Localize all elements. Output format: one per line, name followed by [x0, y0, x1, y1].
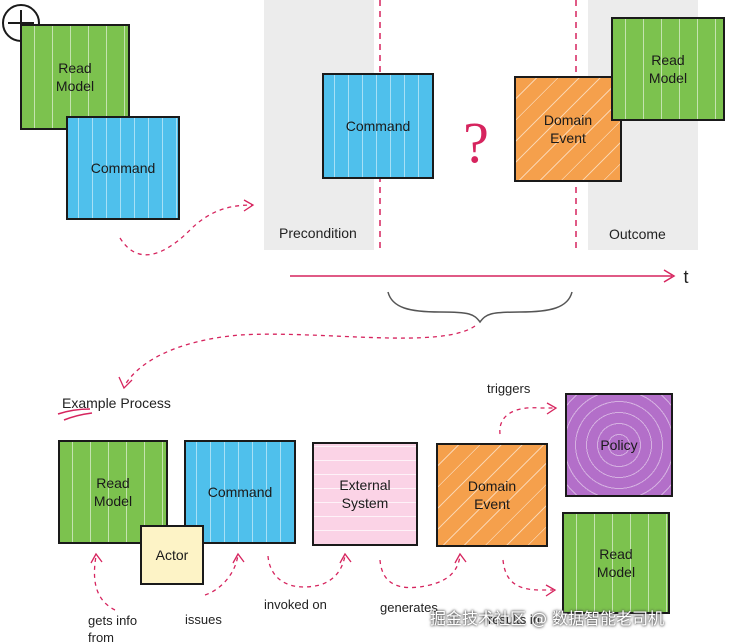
gets-info-from-label: gets info from — [88, 613, 138, 644]
read-model-sticky-outcome: Read Model — [611, 17, 725, 121]
domain-event-sticky-process: Domain Event — [436, 443, 548, 547]
arrow-invoked-on — [267, 555, 346, 588]
invoked-on-label: invoked on — [264, 597, 327, 612]
read-model-sticky-result: Read Model — [562, 512, 670, 614]
command-sticky-center: Command — [322, 73, 434, 179]
command-sticky-top-left: Command — [66, 116, 180, 220]
read-model-sticky-top-left: Read Model — [20, 24, 130, 130]
time-axis-label: t — [683, 267, 688, 287]
arrow-gets-info — [93, 555, 116, 611]
curly-brace — [387, 291, 573, 324]
outcome-label: Outcome — [609, 226, 666, 242]
issues-label: issues — [185, 612, 222, 627]
triggers-label: triggers — [487, 381, 531, 396]
arrow-brace-to-process — [124, 325, 476, 386]
arrow-results-in — [502, 559, 553, 591]
domain-event-sticky-top: Domain Event — [514, 76, 622, 182]
generates-label: generates — [380, 600, 438, 615]
precondition-label: Precondition — [279, 225, 357, 241]
external-system-sticky: External System — [312, 442, 418, 546]
watermark: 掘金技术社区 @ 数据智能老司机 — [430, 609, 665, 628]
policy-sticky: Policy — [565, 393, 673, 497]
example-process-title: Example Process — [62, 395, 171, 411]
arrow-command-to-precondition — [119, 204, 253, 256]
actor-sticky: Actor — [140, 525, 204, 585]
arrow-generates — [379, 555, 461, 589]
arrow-issues — [204, 554, 239, 596]
arrow-triggers — [499, 407, 555, 435]
title-underline — [57, 408, 93, 421]
question-mark: ? — [463, 110, 489, 175]
results-in-label: results in — [488, 612, 541, 627]
